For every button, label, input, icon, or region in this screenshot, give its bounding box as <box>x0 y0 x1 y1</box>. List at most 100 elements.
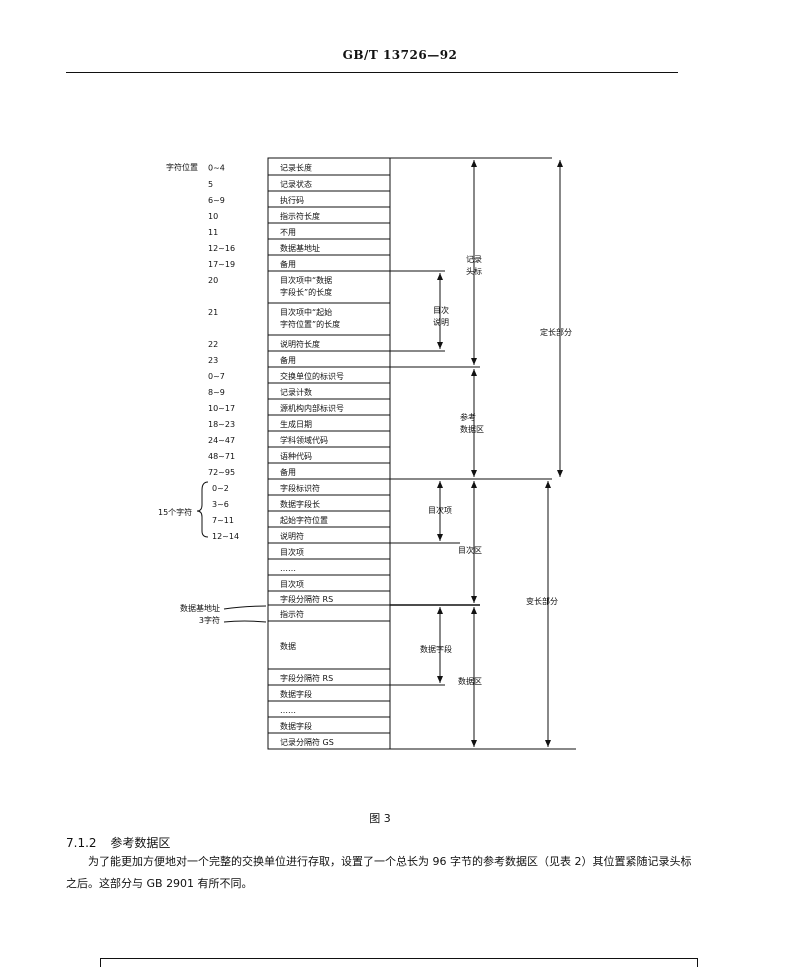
position-label: 11 <box>208 228 218 237</box>
position-label: 10 <box>208 212 218 221</box>
row-label: 记录计数 <box>280 387 312 397</box>
group-label-reference-area: 数据区 <box>460 424 484 434</box>
position-label: 72~95 <box>208 468 235 477</box>
row-label: 交换单位的标识号 <box>280 371 344 381</box>
row-label: 学科领域代码 <box>280 435 328 445</box>
arrow-icon <box>471 160 477 167</box>
row-label: 说明符 <box>280 531 304 541</box>
row-label: 数据字段 <box>280 689 312 699</box>
position-label: 10~17 <box>208 404 235 413</box>
section-number: 7.1.2 <box>66 836 97 850</box>
row-label: 不用 <box>280 228 296 237</box>
brace-label: 15个字符 <box>158 507 192 517</box>
figure-caption: 图 3 <box>369 812 391 825</box>
row-label: 语种代码 <box>280 451 312 461</box>
arrow-icon <box>437 607 443 614</box>
position-label: 48~71 <box>208 452 235 461</box>
row-label: …… <box>280 706 296 715</box>
position-label: 6~9 <box>208 196 225 205</box>
arrow-icon <box>471 470 477 477</box>
row-label: 指示符 <box>280 609 304 619</box>
position-label: 7~11 <box>212 516 234 525</box>
position-label: 22 <box>208 340 218 349</box>
group-label-directory-lengths: 目次 <box>433 305 449 315</box>
arrow-icon <box>545 481 551 488</box>
group-label-variable-part: 变长部分 <box>526 596 558 606</box>
arrow-icon <box>471 607 477 614</box>
row-label: 源机构内部标识号 <box>280 403 344 413</box>
row-label: 字段标识符 <box>280 483 320 493</box>
header-rule <box>66 72 678 73</box>
arrow-icon <box>471 481 477 488</box>
arrow-icon <box>437 273 443 280</box>
row-label: 指示符长度 <box>280 211 320 221</box>
row-label: 数据基地址 <box>280 243 320 253</box>
arrow-icon <box>545 740 551 747</box>
brace-icon <box>196 481 209 538</box>
position-label: 0~2 <box>212 484 229 493</box>
row-label: 目次项 <box>280 579 304 589</box>
arrow-icon <box>471 369 477 376</box>
group-label-record-header: 记录 <box>466 255 482 264</box>
row-label: 记录分隔符 GS <box>280 737 334 747</box>
position-label: 21 <box>208 308 218 317</box>
arrow-icon <box>437 342 443 349</box>
group-label-data-field: 数据字段 <box>420 644 452 654</box>
position-label: 18~23 <box>208 420 235 429</box>
position-label: 12~16 <box>208 244 235 253</box>
position-label: 3~6 <box>212 500 229 509</box>
data-base-label: 数据基地址 <box>180 603 220 613</box>
position-label: 24~47 <box>208 436 235 445</box>
row-label: 字段长”的长度 <box>280 287 332 297</box>
arrow-icon <box>437 534 443 541</box>
record-box <box>267 157 391 750</box>
group-label-directory-entry: 目次项 <box>428 505 452 515</box>
row-label: 说明符长度 <box>280 339 320 349</box>
pointer-line <box>223 605 267 610</box>
page-header: GB/T 13726—92 <box>342 48 458 62</box>
row-label: 数据字段长 <box>280 499 320 509</box>
position-label: 20 <box>208 276 218 285</box>
row-label: 记录状态 <box>280 179 312 189</box>
row-label: …… <box>280 564 296 573</box>
footer-box <box>100 958 698 967</box>
row-label: 数据 <box>280 641 296 651</box>
row-label: 目次项 <box>280 547 304 557</box>
arrow-icon <box>471 358 477 365</box>
position-label: 23 <box>208 356 218 365</box>
position-label: 17~19 <box>208 260 235 269</box>
position-header: 字符位置 <box>166 162 198 172</box>
arrow-icon <box>557 160 563 167</box>
pointer-line <box>223 620 267 623</box>
arrow-icon <box>557 470 563 477</box>
row-label: 生成日期 <box>280 419 312 429</box>
group-label-data-area: 数据区 <box>458 676 482 686</box>
row-label: 数据字段 <box>280 721 312 731</box>
row-label: 目次项中“起始 <box>280 307 332 317</box>
arrow-icon <box>471 596 477 603</box>
row-label: 起始字符位置 <box>280 515 328 525</box>
group-label-fixed-part: 定长部分 <box>540 327 572 337</box>
arrow-icon <box>437 481 443 488</box>
row-label: 执行码 <box>280 195 304 205</box>
section-heading: 7.1.2 参考数据区 <box>66 834 170 851</box>
arrow-icon <box>437 676 443 683</box>
arrow-icon <box>471 740 477 747</box>
position-label: 0~4 <box>208 164 225 173</box>
record-structure-diagram: 记录长度 0~4 记录状态 5 执行码 6~9 指示符长度 10 不用 11 数据基地址 12~16 备… <box>158 157 576 750</box>
group-label-reference-area: 参考 <box>460 412 476 422</box>
data-base-label: 3字符 <box>199 615 220 625</box>
group-label-directory-lengths: 说明 <box>433 317 449 327</box>
section-body: 为了能更加方便地对一个完整的交换单位进行存取，设置了一个总长为 96 字节的参考… <box>66 855 692 890</box>
row-label: 目次项中“数据 <box>280 275 332 285</box>
row-label: 字段分隔符 RS <box>280 673 333 683</box>
row-label: 备用 <box>280 467 296 477</box>
row-label: 记录长度 <box>280 163 312 173</box>
position-label: 0~7 <box>208 372 225 381</box>
row-label: 字段分隔符 RS <box>280 594 333 604</box>
row-label: 备用 <box>280 259 296 269</box>
position-label: 5 <box>208 180 213 189</box>
group-label-directory-area: 目次区 <box>458 545 482 555</box>
position-label: 12~14 <box>212 532 239 541</box>
group-label-record-header: 头标 <box>466 266 482 276</box>
